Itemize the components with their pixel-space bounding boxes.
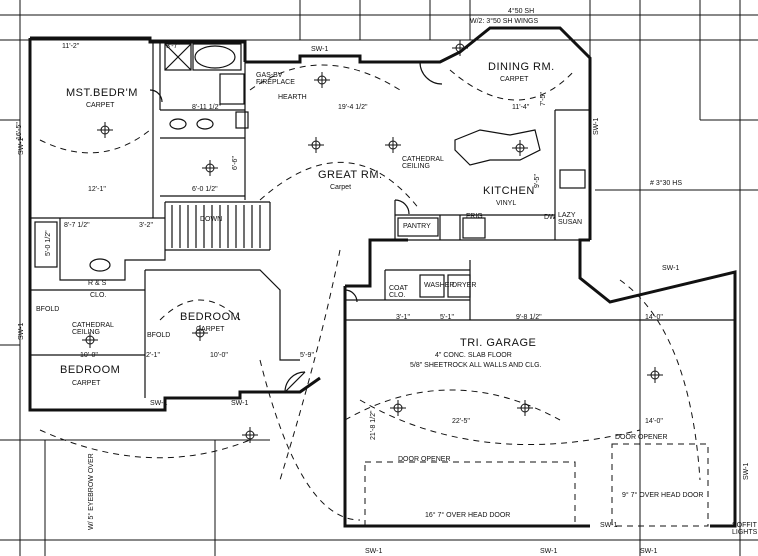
label-bfold-2: BFOLD <box>147 332 171 339</box>
label-pantry: PANTRY <box>403 223 431 230</box>
dim-12-1: 12'-1" <box>88 186 106 193</box>
label-hs-right: # 3°30 HS <box>650 180 682 187</box>
switch-mark: SW-1 <box>593 117 600 135</box>
garage-note-sheetrock: 5/8" SHEETROCK ALL WALLS AND CLG. <box>410 362 542 369</box>
label-cathedral-ceiling-bedroom: CATHEDRAL CEILING <box>72 322 114 336</box>
label-dw: DW <box>544 214 556 221</box>
room-name-bedroom-center: BEDROOM <box>180 311 241 323</box>
dim-11-2: 11'-2" <box>62 43 80 50</box>
label-soffit-lights: SOFFIT LIGHTS <box>732 522 758 536</box>
dim-3-2: 3'-2" <box>139 222 153 229</box>
switch-arcs <box>39 64 701 521</box>
label-stairs-down: DOWN <box>200 216 223 223</box>
dim-7-5: 7'-5" <box>540 92 547 106</box>
room-floor-great-room: Carpet <box>330 184 352 191</box>
switch-mark: SW-1 <box>743 462 750 480</box>
label-eyebrow: W/ 5° EYEBROW OVER <box>88 453 95 530</box>
label-hearth: HEARTH <box>278 94 307 101</box>
switch-mark: SW-1 <box>18 137 25 155</box>
label-washer: WASHER <box>424 282 455 289</box>
label-bfold-1: BFOLD <box>36 306 60 313</box>
interior-walls <box>30 42 735 398</box>
garage-note-slab: 4" CONC. SLAB FLOOR <box>435 352 512 359</box>
stairs <box>171 205 261 248</box>
label-sh-wings: W/2: 3°50 SH WINGS <box>470 18 539 25</box>
switch-mark: SW-1 <box>540 548 558 555</box>
dim-10-0b: 10'-0" <box>80 352 98 359</box>
label-overhead-door-2: 9° 7° OVER HEAD DOOR <box>622 492 704 499</box>
fixtures <box>34 43 586 298</box>
door-swings <box>149 61 443 393</box>
dim-9-5: 9'-5" <box>534 174 541 188</box>
dim-5-9: 5'-9" <box>300 352 314 359</box>
dim-6-0a: 6'-0 1/2" <box>192 186 218 193</box>
dim-8-11: 8'-11 1/2" <box>192 104 221 111</box>
switch-mark: SW-1 <box>662 265 680 272</box>
dim-9-8: 9'-8 1/2" <box>516 314 542 321</box>
dim-5-0: 5'-0 1/2" <box>45 230 52 256</box>
room-name-great-room: GREAT RM. <box>318 169 383 181</box>
switch-mark: SW-1 <box>640 548 658 555</box>
room-name-dining: DINING RM. <box>488 61 555 73</box>
dim-10-0a: 10'-0" <box>210 352 228 359</box>
dim-8-7: 8'-7 1/2" <box>64 222 90 229</box>
label-dryer: DRYER <box>452 282 477 289</box>
dim-2-1: 2'-1" <box>146 352 160 359</box>
switch-mark: SW-1 <box>600 522 618 529</box>
switch-mark: SW-1 <box>365 548 383 555</box>
dim-14-0a: 14'-0" <box>645 314 663 321</box>
dim-14-0b: 14'-0" <box>645 418 663 425</box>
label-coat-clo: COAT CLO. <box>389 285 408 299</box>
label-cathedral-ceiling-great: CATHEDRAL CEILING <box>402 156 444 170</box>
switch-mark: SW-1 <box>18 322 25 340</box>
label-sh-top: 4°50 SH <box>508 8 535 15</box>
dim-3-7: 3'-7" <box>166 43 180 50</box>
room-name-kitchen: KITCHEN <box>483 185 535 197</box>
switch-mark: SW-1 <box>150 400 168 407</box>
room-name-bedroom-left: BEDROOM <box>60 364 121 376</box>
switch-mark: SW-1 <box>231 400 249 407</box>
switch-mark: SW-1 <box>311 46 329 53</box>
dim-21-8: 21'-8 1/2" <box>370 410 377 440</box>
dim-19-4: 19'-4 1/2" <box>338 104 368 111</box>
dim-11-4: 11'-4" <box>512 104 530 111</box>
light-fixtures <box>82 40 663 443</box>
dim-3-1: 3'-1" <box>396 314 410 321</box>
dim-6-6: 6'-6" <box>232 156 239 170</box>
room-name-garage: TRI. GARAGE <box>460 337 537 349</box>
label-frig: FRIG <box>466 213 483 220</box>
label-door-opener-1: DOOR OPENER <box>398 456 451 463</box>
room-floor-kitchen: VINYL <box>496 200 517 207</box>
room-floor-bedroom-left: CARPET <box>72 380 101 387</box>
room-name-master-bedroom: MST.BEDR'M <box>66 87 138 99</box>
label-clo: CLO. <box>90 292 107 299</box>
room-floor-dining: CARPET <box>500 76 529 83</box>
dim-5-1: 5'-1" <box>440 314 454 321</box>
room-floor-master-bedroom: CARPET <box>86 102 115 109</box>
garage-doors <box>364 443 709 527</box>
label-rs: R & S <box>88 280 107 287</box>
label-overhead-door-1: 16° 7° OVER HEAD DOOR <box>425 512 511 519</box>
exterior-walls <box>28 26 737 528</box>
dim-22-5: 22'-5" <box>452 418 470 425</box>
room-floor-bedroom-center: CARPET <box>196 326 225 333</box>
label-door-opener-2: DOOR OPENER <box>615 434 668 441</box>
label-fireplace: GAS-BV FIREPLACE <box>256 72 295 86</box>
label-lazy-susan: LAZY SUSAN <box>558 212 583 226</box>
